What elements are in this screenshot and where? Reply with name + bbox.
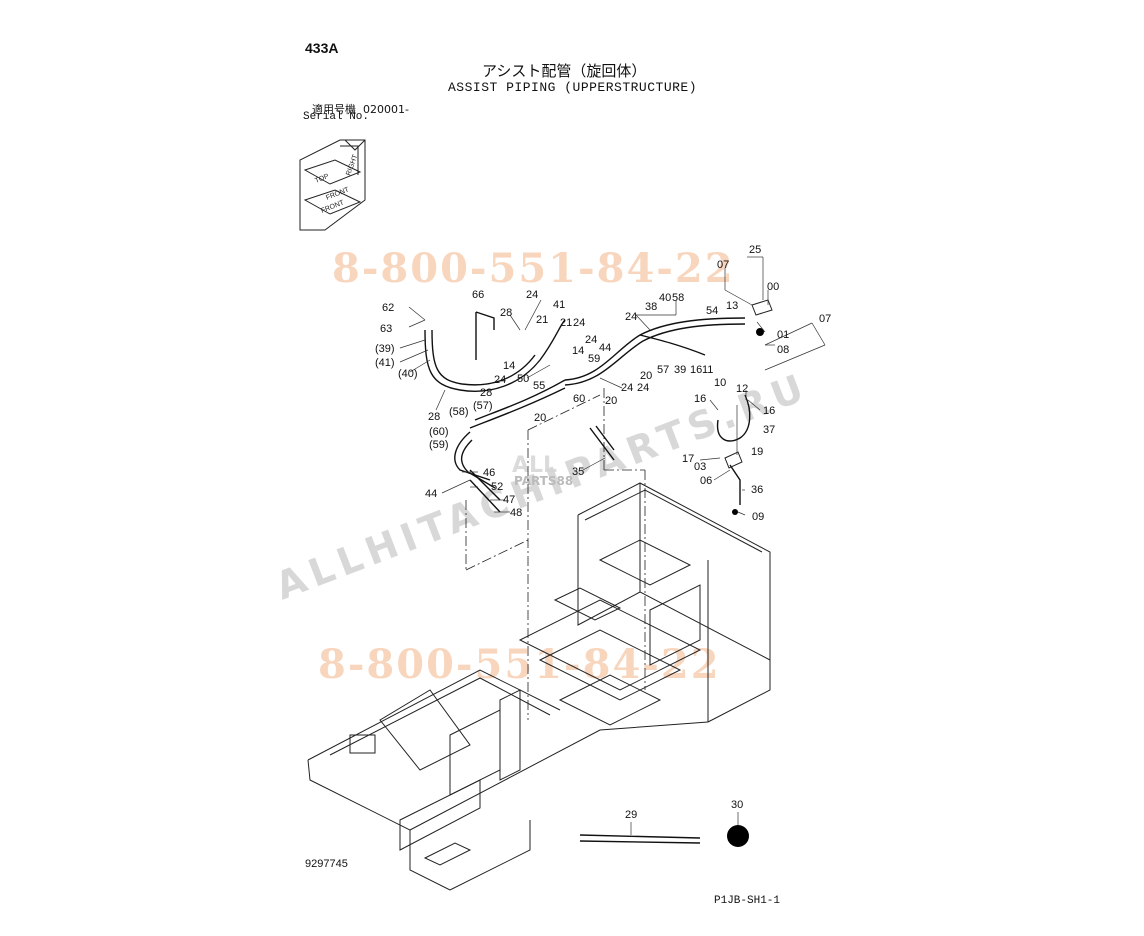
callout-40: 40 bbox=[659, 292, 671, 304]
callout-14-b: 14 bbox=[572, 345, 584, 357]
page-title-jp: アシスト配管（旋回体） bbox=[482, 62, 647, 80]
callout-16: 16 bbox=[690, 364, 702, 376]
serial-label-jp: 適用号機 020001- bbox=[312, 101, 409, 117]
callout-55: 55 bbox=[533, 380, 545, 392]
leader-lines bbox=[399, 256, 826, 835]
callout-41-ref: (41) bbox=[375, 357, 395, 369]
callout-21: 21 bbox=[536, 314, 548, 326]
callout-58: 58 bbox=[672, 292, 684, 304]
callout-25: 25 bbox=[749, 244, 761, 256]
callout-39: 39 bbox=[674, 364, 686, 376]
callout-63: 63 bbox=[380, 323, 392, 335]
orientation-label-1: TOP bbox=[314, 173, 330, 185]
page-code: 433A bbox=[305, 40, 339, 56]
callout-24-g: 24 bbox=[621, 382, 633, 394]
orientation-label-3: FRONT bbox=[325, 186, 351, 202]
callout-57: 57 bbox=[657, 364, 669, 376]
callout-59: 59 bbox=[588, 353, 600, 365]
doc-number: 9297745 bbox=[305, 858, 348, 870]
hose-routing bbox=[424, 311, 751, 844]
callout-28-top: 28 bbox=[500, 307, 512, 319]
callout-09: 09 bbox=[752, 511, 764, 523]
callout-48: 48 bbox=[510, 507, 522, 519]
callout-47: 47 bbox=[503, 494, 515, 506]
callout-03: 03 bbox=[694, 461, 706, 473]
callout-01: 01 bbox=[777, 329, 789, 341]
callout-44-top: 44 bbox=[599, 342, 611, 354]
callout-36: 36 bbox=[751, 484, 763, 496]
callout-24-top: 24 bbox=[526, 289, 538, 301]
callout-59-ref: (59) bbox=[429, 439, 449, 451]
serial-label-jp-text: 適用号機 bbox=[312, 103, 356, 116]
callout-16-c: 16 bbox=[763, 405, 775, 417]
callout-24-c: 24 bbox=[585, 334, 597, 346]
upperstructure-frame bbox=[307, 482, 771, 891]
callout-66: 66 bbox=[472, 289, 484, 301]
callout-54: 54 bbox=[706, 305, 718, 317]
part-component-00 bbox=[724, 299, 773, 515]
callout-37: 37 bbox=[763, 424, 775, 436]
callout-38: 38 bbox=[645, 301, 657, 313]
callout-57-ref: (57) bbox=[473, 400, 493, 412]
watermark-logo-line1: ALL bbox=[512, 453, 557, 478]
sheet-id: P1JB-SH1-1 bbox=[714, 895, 781, 907]
callout-50: 50 bbox=[517, 373, 529, 385]
orientation-icon: TOP FRONT FRONT RIGHT bbox=[299, 139, 366, 231]
callout-24-b: 24 bbox=[573, 317, 585, 329]
watermark-phone-top: 8-800-551-84-22 bbox=[332, 245, 735, 292]
callout-19: 19 bbox=[751, 446, 763, 458]
callout-24-d: 24 bbox=[625, 311, 637, 323]
callout-39-ref: (39) bbox=[375, 343, 395, 355]
part-30-clamp bbox=[727, 825, 749, 847]
callout-10: 10 bbox=[714, 377, 726, 389]
callout-28-mid: 28 bbox=[480, 387, 492, 399]
callout-44-bottom: 44 bbox=[425, 488, 437, 500]
callout-08: 08 bbox=[777, 344, 789, 356]
watermark-logo: ALL PARTS88 bbox=[512, 453, 573, 488]
callout-35: 35 bbox=[572, 466, 584, 478]
reference-lines bbox=[465, 388, 646, 720]
callout-46: 46 bbox=[483, 467, 495, 479]
callout-20-b: 20 bbox=[640, 370, 652, 382]
callout-30: 30 bbox=[731, 799, 743, 811]
callout-20: 20 bbox=[605, 395, 617, 407]
serial-label-en: Serial No. bbox=[303, 111, 370, 123]
callout-00: 00 bbox=[767, 281, 779, 293]
callout-20-c: 20 bbox=[534, 412, 546, 424]
callout-28-left: 28 bbox=[428, 411, 440, 423]
serial-value: 020001- bbox=[363, 103, 409, 116]
callout-13: 13 bbox=[726, 300, 738, 312]
callout-07-right: 07 bbox=[819, 313, 831, 325]
callout-21-b: 21 bbox=[560, 317, 572, 329]
callout-58-ref: (58) bbox=[449, 406, 469, 418]
callout-16-b: 16 bbox=[694, 393, 706, 405]
watermark-phone-bottom: 8-800-551-84-22 bbox=[318, 641, 721, 688]
page-title-en: ASSIST PIPING (UPPERSTRUCTURE) bbox=[448, 80, 698, 95]
callout-12: 12 bbox=[736, 383, 748, 395]
callout-41: 41 bbox=[553, 299, 565, 311]
callout-60: 60 bbox=[573, 393, 585, 405]
callout-62: 62 bbox=[382, 302, 394, 314]
callout-14: 14 bbox=[503, 360, 515, 372]
callout-60-ref: (60) bbox=[429, 426, 449, 438]
callout-40-ref: (40) bbox=[398, 368, 418, 380]
watermark-logo-line2: PARTS88 bbox=[514, 474, 573, 488]
callout-24-f: 24 bbox=[494, 374, 506, 386]
callout-11: 11 bbox=[702, 364, 713, 376]
callout-17: 17 bbox=[682, 453, 694, 465]
callout-06: 06 bbox=[700, 475, 712, 487]
callout-07: 07 bbox=[717, 259, 729, 271]
callout-52: 52 bbox=[491, 481, 503, 493]
callout-24-e: 24 bbox=[637, 382, 649, 394]
callouts: 25 07 00 13 54 40 58 38 01 08 07 24 66 2… bbox=[375, 244, 831, 821]
callout-29: 29 bbox=[625, 809, 637, 821]
